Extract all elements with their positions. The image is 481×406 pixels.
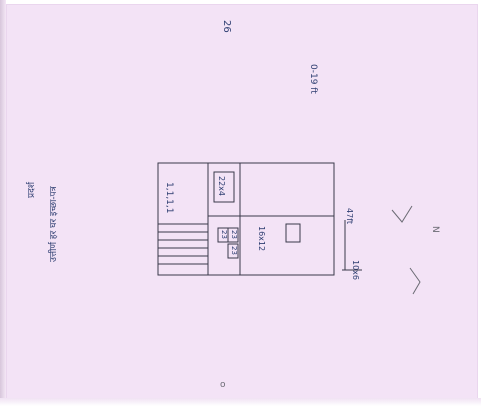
pencil-stroke [409, 267, 421, 295]
north-arrow [391, 205, 413, 223]
side-dimension: 47ft [345, 208, 354, 224]
fixture-box [227, 227, 239, 243]
column-label: 23 [230, 230, 238, 239]
column-label: 23 [220, 230, 228, 239]
room-label-a: 22x4 [217, 176, 226, 197]
scan-bottom-edge [0, 398, 481, 406]
bottom-dimension: 10x6 [351, 260, 360, 281]
fixture-box [227, 243, 239, 259]
scan-left-edge [0, 0, 6, 406]
column-label: 23 [230, 246, 238, 255]
corner-mark: o [220, 380, 226, 390]
north-label: N [430, 226, 440, 233]
plan-outer-wall [157, 162, 335, 276]
stair-label: 1,1,1,1 [164, 182, 174, 214]
fixture-box [285, 223, 301, 243]
paper-background [6, 4, 478, 402]
fixture-box [213, 171, 235, 203]
room-label-b: 16x12 [257, 226, 266, 252]
